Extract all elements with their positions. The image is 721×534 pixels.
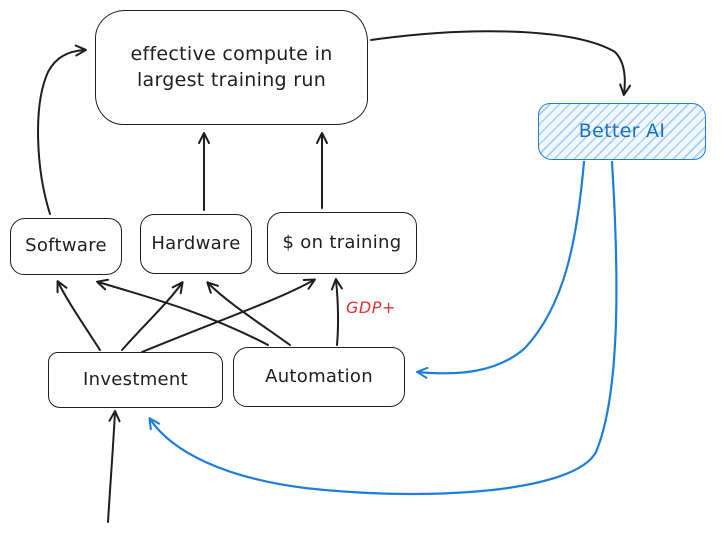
edge-investment-to-training [141,278,316,353]
edge-compute-to-better-ai [370,30,632,96]
edge-better-ai-to-automation [416,160,586,379]
node-dollars-on-training-label: $ on training [282,231,402,253]
edge-offscreen-to-investment [107,410,121,523]
edge-automation-to-hardware [206,281,291,346]
gdp-plus-annotation: GDP+ [346,298,396,317]
edge-investment-to-hardware [121,281,184,351]
node-automation: Automation [233,347,405,407]
node-effective-compute-line1: effective compute in [130,42,333,65]
edge-investment-to-software [56,280,101,351]
node-better-ai: Better AI [538,103,706,160]
node-hardware: Hardware [140,214,252,274]
edge-better-ai-to-investment [148,160,618,496]
node-investment: Investment [48,352,223,408]
node-software-label: Software [25,235,107,257]
node-automation-label: Automation [265,365,373,387]
node-investment-label: Investment [83,368,188,390]
edge-software-to-compute [37,44,87,215]
edge-automation-to-training [330,278,343,346]
node-effective-compute: effective compute in largest training ru… [95,10,368,125]
edge-automation-to-software [96,278,269,346]
node-software: Software [10,218,122,275]
node-hardware-label: Hardware [151,232,241,254]
node-dollars-on-training: $ on training [267,212,417,274]
node-better-ai-label: Better AI [578,119,666,142]
node-effective-compute-line2: largest training run [136,68,327,91]
